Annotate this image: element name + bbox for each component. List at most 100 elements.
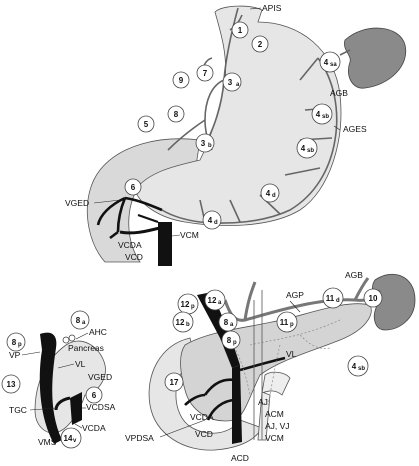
pancreas-diagram: AGB AGP VL AJ ACM AJ, VJ VCM ACD VPDSA V…: [125, 270, 416, 463]
svg-text:5: 5: [144, 120, 149, 129]
node-p10: 10: [363, 288, 383, 308]
svg-text:3: 3: [201, 139, 206, 148]
svg-text:4: 4: [352, 362, 357, 371]
label-vcd-bottom: VCD: [195, 429, 213, 439]
label-vcm-bottom: VCM: [265, 433, 284, 443]
label-vp: VP: [9, 350, 21, 360]
label-ages: AGES: [343, 124, 367, 134]
vp-vessel: [39, 332, 62, 444]
label-agp: AGP: [286, 290, 304, 300]
svg-text:6: 6: [92, 391, 97, 400]
svg-text:d: d: [272, 193, 276, 199]
node-n9: 9: [172, 71, 190, 89]
node-s6: 6: [85, 386, 103, 404]
svg-text:2: 2: [258, 40, 263, 49]
label-vged: VGED: [65, 198, 89, 208]
label-ahc: AHC: [89, 327, 107, 337]
svg-text:10: 10: [369, 294, 378, 303]
label-agb: AGB: [330, 88, 348, 98]
svg-text:3: 3: [228, 78, 233, 87]
svg-text:7: 7: [203, 69, 208, 78]
stomach-shape: [134, 5, 342, 226]
svg-text:a: a: [218, 300, 222, 306]
svg-text:17: 17: [170, 378, 179, 387]
svg-text:p: p: [18, 342, 22, 348]
svg-text:8: 8: [227, 336, 232, 345]
svg-text:6: 6: [131, 183, 136, 192]
label-vged-small: VGED: [88, 372, 112, 382]
svg-text:12: 12: [208, 296, 217, 305]
svg-text:b: b: [186, 322, 190, 328]
svg-text:v: v: [73, 438, 77, 444]
svg-text:4: 4: [316, 110, 321, 119]
svg-text:d: d: [214, 220, 218, 226]
svg-text:4: 4: [208, 216, 213, 225]
svg-text:13: 13: [7, 380, 16, 389]
label-agb-bottom: AGB: [345, 270, 363, 280]
svg-text:11: 11: [326, 294, 335, 303]
node-s13: 13: [1, 374, 21, 394]
node-n6: 6: [124, 178, 142, 196]
svg-text:9: 9: [179, 76, 184, 85]
duodenal-loop: [148, 337, 263, 451]
svg-text:8: 8: [174, 110, 179, 119]
svg-text:1: 1: [238, 26, 243, 35]
svg-text:sb: sb: [358, 366, 365, 372]
svg-text:12: 12: [181, 300, 190, 309]
node-n2: 2: [251, 35, 269, 53]
gastroepiploic-veins: [96, 196, 163, 240]
node-n1: 1: [231, 21, 249, 39]
svg-text:b: b: [208, 143, 212, 149]
node-p17: 17: [164, 372, 184, 392]
label-aj: AJ: [258, 397, 268, 407]
svg-text:sa: sa: [330, 62, 337, 68]
svg-text:8: 8: [224, 318, 229, 327]
label-vcda: VCDA: [118, 240, 142, 250]
svg-text:12: 12: [176, 318, 185, 327]
svg-text:4: 4: [301, 144, 306, 153]
label-apis: APIS: [262, 3, 282, 13]
svg-text:p: p: [233, 340, 237, 346]
label-pancreas: Pancreas: [68, 343, 104, 353]
spleen-shape: [344, 27, 407, 89]
small-diagram: AHC Pancreas VP VL VGED VCDSA TGC VCDA V…: [1, 310, 116, 449]
svg-text:a: a: [230, 322, 234, 328]
svg-text:sb: sb: [322, 114, 329, 120]
label-vcd: VCD: [125, 252, 143, 262]
label-vms: VMS: [38, 437, 57, 447]
label-acm: ACM: [265, 409, 284, 419]
node-n8: 8: [167, 105, 185, 123]
label-tgc: TGC: [9, 405, 27, 415]
label-vcda-bottom: VCDA: [190, 412, 214, 422]
svg-text:d: d: [336, 298, 340, 304]
svg-text:a: a: [236, 82, 240, 88]
svg-text:4: 4: [324, 58, 329, 67]
label-acd: ACD: [231, 453, 249, 463]
svg-text:8: 8: [76, 316, 81, 325]
svg-text:4: 4: [266, 189, 271, 198]
label-vpdsa: VPDSA: [125, 433, 154, 443]
svg-text:11: 11: [280, 318, 289, 327]
vcm-trunk: [158, 222, 172, 266]
svg-text:p: p: [191, 304, 195, 310]
label-vl-bottom: VL: [286, 349, 297, 359]
